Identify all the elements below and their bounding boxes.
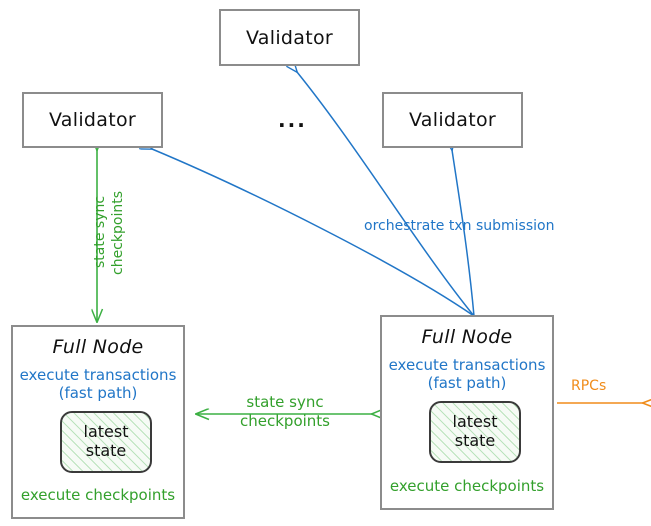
latest-state-right-line1: latest [452,412,498,432]
validator-right-label: Validator [408,109,496,131]
validator-left-label: Validator [48,109,136,131]
fullnode-sync-label-line1: state sync [246,393,324,411]
latest-state-box-left[interactable]: latest state [60,411,152,473]
fullnode-left-execute-line1: execute transactions [19,366,177,384]
latest-state-box-right[interactable]: latest state [429,401,521,463]
fullnode-left-execute-line2: (fast path) [58,384,138,403]
validators-ellipsis: ... [278,108,307,132]
fullnode-right-execute: execute transactions (fast path) [389,356,546,393]
validator-sync-label-line2: checkpoints [110,191,126,275]
fullnode-right-checkpoints: execute checkpoints [389,477,545,495]
validator-sync-label-line1: state sync [92,195,108,268]
latest-state-right-line2: state [454,431,496,450]
fullnode-sync-label: state sync checkpoints [230,393,340,431]
orchestrate-label: orchestrate txn submission [364,218,555,234]
fullnode-left-execute: execute transactions (fast path) [20,366,177,403]
fullnode-right-title: Full Node [421,326,513,348]
fullnode-right-execute-line1: execute transactions [388,356,546,374]
fullnode-left-checkpoints: execute checkpoints [20,486,176,504]
rpcs-label: RPCs [571,378,607,394]
fullnode-right-execute-line2: (fast path) [427,374,507,393]
validator-top-label: Validator [245,26,333,49]
validator-box-left[interactable]: Validator [22,92,163,148]
latest-state-left-line2: state [85,441,127,460]
latest-state-left-line1: latest [83,422,129,442]
fullnode-sync-label-line2: checkpoints [240,411,330,430]
fullnode-box-right[interactable]: Full Node execute transactions (fast pat… [380,315,554,510]
validator-box-right[interactable]: Validator [382,92,523,148]
validator-box-top[interactable]: Validator [219,9,360,66]
fullnode-left-title: Full Node [52,336,144,358]
fullnode-box-left[interactable]: Full Node execute transactions (fast pat… [11,325,185,519]
